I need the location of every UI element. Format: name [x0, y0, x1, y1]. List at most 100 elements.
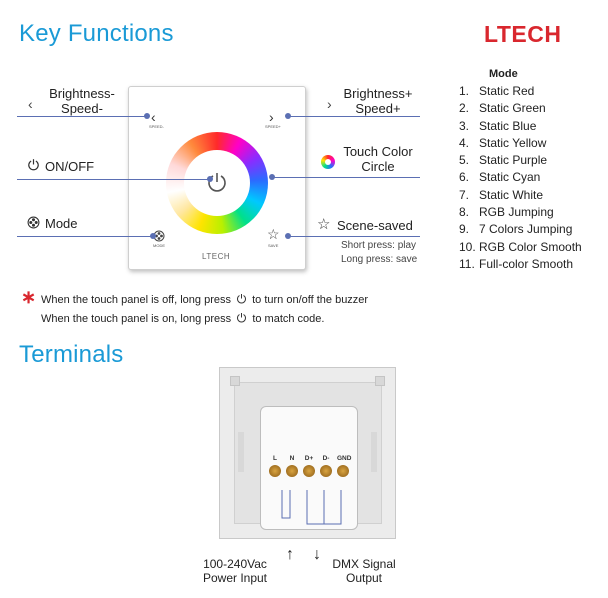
note-line-2-a: When the touch panel is on, long press	[41, 313, 232, 325]
mode-list-item: 4. Static Yellow	[459, 135, 582, 152]
terminal-screws	[269, 465, 349, 477]
terminal-screw	[286, 465, 298, 477]
page-title: Key Functions	[19, 20, 174, 47]
mode-list-item-label: Static Green	[479, 101, 546, 116]
mode-list-title: Mode	[489, 68, 518, 80]
asterisk-icon: ∗	[21, 287, 37, 307]
power-icon	[28, 159, 39, 171]
terminals-title: Terminals	[19, 341, 124, 368]
terminal-pin-label: N	[289, 455, 295, 462]
mode-list-item-label: Static Red	[479, 84, 535, 98]
mode-list-item: 9. 7 Colors Jumping	[459, 221, 582, 238]
leader-line-touch-color	[272, 177, 420, 178]
leader-line-mode	[17, 236, 152, 237]
label-short-press: Short press: play	[341, 240, 417, 251]
mode-list-item-number: 6.	[459, 170, 470, 185]
mode-list-item-number: 7.	[459, 187, 470, 202]
terminal-pin-label: D+	[304, 455, 314, 462]
terminal-screw	[337, 465, 349, 477]
star-icon: ☆	[317, 216, 331, 233]
label-mode: Mode	[45, 216, 78, 231]
note-line-1: When the touch panel is off, long press …	[41, 293, 368, 306]
mode-list-item: 10.RGB Color Smooth	[459, 239, 582, 256]
terminal-pin-label: GND	[337, 455, 352, 462]
mode-list-item: 11. Full-color Smooth	[459, 256, 582, 273]
mode-list-item-number: 5.	[459, 153, 470, 168]
arrow-up-icon: ↑	[286, 546, 294, 563]
wiring-lines	[281, 490, 342, 525]
mode-list-item-label: RGB Jumping	[479, 205, 554, 220]
mode-list-item-label: 7 Colors Jumping	[479, 222, 573, 237]
terminal-back-plate: L N D+ D- GND	[219, 367, 396, 539]
mode-list-item: 3. Static Blue	[459, 118, 582, 135]
note-line-1-b: to turn on/off the buzzer	[252, 294, 369, 306]
leader-line-speed-minus	[17, 116, 147, 117]
mode-list-item-number: 11.	[459, 256, 475, 271]
leader-dot	[285, 113, 291, 119]
terminal-screw	[320, 465, 332, 477]
panel-speed-plus-label: SPEED+	[265, 124, 281, 129]
mode-list-item: 2. Static Green	[459, 100, 582, 117]
leader-line-scene	[289, 236, 420, 237]
mode-list-item-label: Static Blue	[479, 118, 537, 133]
leader-line-onoff	[17, 179, 210, 180]
label-scene-saved: Scene-saved	[337, 218, 413, 233]
label-touch-color: Touch Color Circle	[343, 144, 413, 174]
mode-list-item: 1.Static Red	[459, 83, 582, 100]
mode-list-item: 5. Static Purple	[459, 152, 582, 169]
brand-logo: LTECH	[484, 21, 562, 47]
mode-list-item-number: 2.	[459, 101, 470, 116]
mode-list-item: 6. Static Cyan	[459, 169, 582, 186]
leader-dot	[207, 176, 213, 182]
mode-icon	[27, 216, 40, 229]
note-line-1-a: When the touch panel is off, long press	[41, 294, 231, 306]
terminal-pin-label: D-	[322, 455, 330, 462]
power-icon[interactable]	[206, 171, 228, 193]
star-icon[interactable]: ☆	[267, 226, 280, 242]
power-icon	[237, 313, 247, 323]
label-power-input: 100-240Vac Power Input	[202, 557, 268, 585]
mode-list-item-label: Static Cyan	[479, 170, 541, 185]
color-wheel[interactable]	[166, 132, 268, 234]
mode-list-item-label: RGB Color Smooth	[479, 239, 582, 254]
leader-dot	[150, 233, 156, 239]
mode-list-item: 7. Static White	[459, 187, 582, 204]
note-line-2: When the touch panel is on, long press t…	[41, 312, 324, 325]
mode-list-item-label: Static Purple	[479, 153, 548, 168]
leader-dot	[269, 174, 275, 180]
panel-brand: LTECH	[202, 252, 231, 261]
mode-list-item-label: Full-color Smooth	[479, 256, 574, 271]
label-brightness-minus: Brightness- Speed-	[49, 86, 115, 116]
leader-dot	[144, 113, 150, 119]
mode-list-item-number: 8.	[459, 205, 470, 220]
color-circle-icon	[321, 155, 335, 169]
terminal-pin-labels: L N D+ D- GND	[269, 455, 352, 462]
panel-mode-label: MODE	[153, 243, 165, 248]
color-wheel-center	[184, 150, 250, 216]
label-brightness-plus: Brightness+ Speed+	[343, 86, 413, 116]
note-line-2-b: to match code.	[252, 313, 325, 325]
label-long-press: Long press: save	[341, 254, 418, 265]
mode-list-item: 8. RGB Jumping	[459, 204, 582, 221]
label-on-off: ON/OFF	[45, 159, 95, 174]
mode-list-item-number: 9.	[459, 222, 470, 237]
terminal-pin-label: L	[273, 455, 277, 462]
panel-speed-minus-label: SPEED-	[149, 124, 164, 129]
arrow-down-icon: ↓	[313, 546, 321, 563]
mode-list-item-label: Static White	[479, 187, 544, 202]
touch-panel: ‹ SPEED- › SPEED+ MODE ☆ SAVE LTECH	[128, 86, 306, 270]
chevron-right-icon[interactable]: ›	[269, 109, 274, 125]
mode-list-item-number: 4.	[459, 135, 470, 150]
chevron-right-icon: ›	[327, 96, 332, 112]
chevron-left-icon: ‹	[28, 96, 33, 112]
terminal-screw	[303, 465, 315, 477]
leader-dot	[285, 233, 291, 239]
mode-list-item-label: Static Yellow	[479, 135, 547, 150]
power-icon	[237, 294, 246, 304]
terminal-screw	[269, 465, 281, 477]
mode-list-item-number: 3.	[459, 118, 470, 133]
terminal-module: L N D+ D- GND	[260, 406, 358, 530]
label-dmx-output: DMX Signal Output	[332, 557, 396, 585]
chevron-left-icon[interactable]: ‹	[151, 109, 156, 125]
